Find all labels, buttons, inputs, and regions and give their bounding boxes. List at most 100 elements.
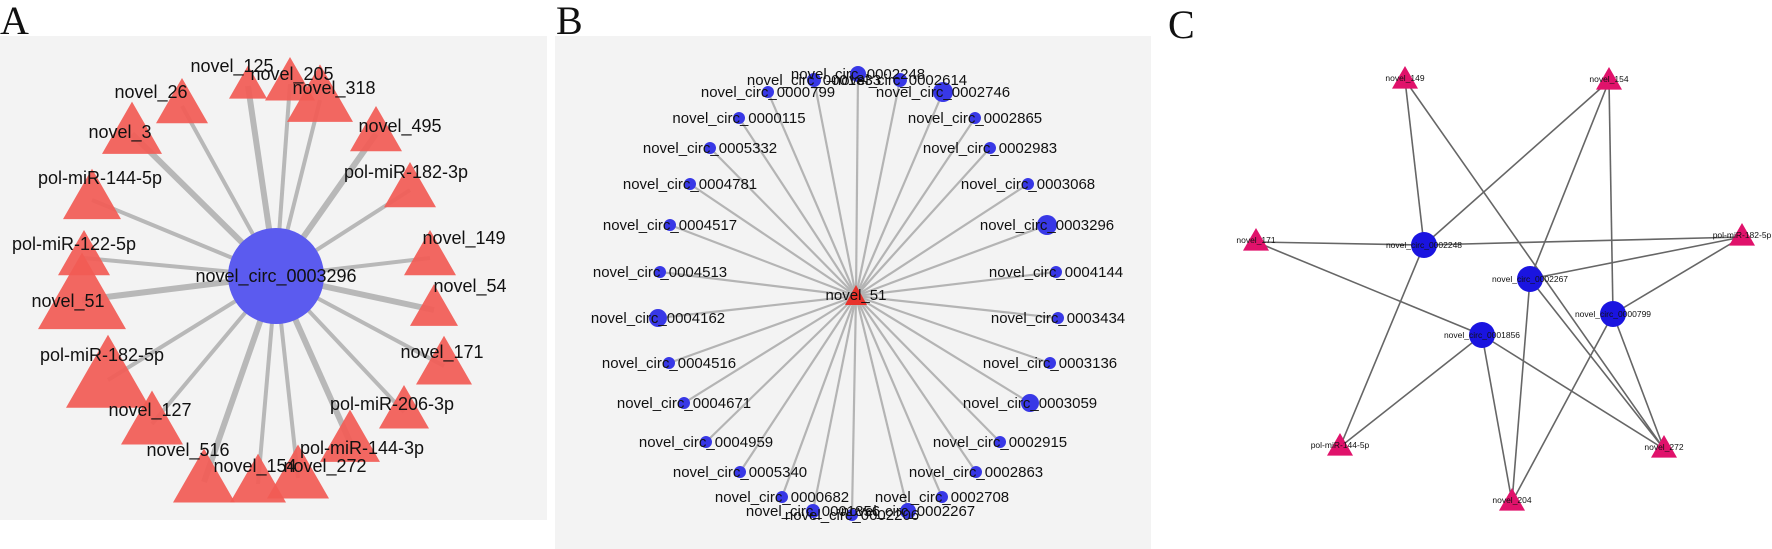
circrna-node [1044,357,1056,369]
mirna-node [229,65,267,99]
edge [854,91,945,297]
node-label: novel_circ_0002915 [933,434,1067,451]
circrna-node [1517,266,1543,292]
circrna-node [900,503,916,519]
edge [855,295,977,473]
edge [705,295,857,443]
node-label: novel_circ_0004517 [603,217,737,234]
node-label: novel_circ_0003434 [991,310,1125,327]
node-label: novel_205 [250,64,333,85]
edge [1404,79,1665,450]
mirna-node [156,77,208,124]
circrna-node [704,142,716,154]
edge [1255,241,1425,246]
panel-a-network: A novel_125novel_205novel_318novel_495po… [0,0,547,520]
circrna-node [678,397,690,409]
panel-c-network: C novel_circ_0002248novel_circ_0002267no… [1168,2,1772,511]
node-label: pol-miR-144-5p [1311,440,1370,450]
circrna-node [1021,394,1039,412]
node-label: pol-miR-144-5p [38,168,162,188]
edge [855,294,1059,320]
node-label: novel_127 [108,400,191,421]
node-label: novel_154 [1589,74,1629,84]
edge [1511,313,1614,503]
mirna-node [1729,222,1755,246]
mirna-node [66,334,150,408]
node-label: novel_circ_0004162 [591,310,725,327]
node-label: pol-miR-182-5p [1713,230,1772,240]
edge [1404,79,1425,246]
node-label: novel_circ_0000115 [672,110,805,127]
edge [739,295,857,473]
circrna-node [654,266,666,278]
circrna-node [700,436,712,448]
edge [1423,236,1743,246]
edge [855,295,1031,404]
mirna-node [38,252,126,330]
circrna-node [970,466,982,478]
edge [1612,236,1743,315]
node-label: novel_circ_0001856 [1444,330,1520,340]
edge [738,117,857,297]
edge [1423,80,1610,246]
mirna-node [265,57,315,101]
node-label: novel_circ_0004144 [989,264,1123,281]
edge [1529,278,1665,450]
mirna-node [410,284,458,326]
circrna-node [684,178,696,190]
node-label: novel_circ_0002863 [909,464,1043,481]
circrna-node [649,309,667,327]
circrna-node [807,73,821,87]
node-label: novel_circ_0001856 [746,503,880,520]
node-label: novel_circ_0003068 [961,176,1095,193]
edge [683,295,857,404]
hub-label: novel_51 [826,287,887,304]
edge [1608,80,1614,315]
mirna-node [102,101,162,154]
node-label: novel_circ_0004959 [639,434,773,451]
mirna-node [1499,487,1525,511]
node-label: novel_circ_0003059 [963,395,1097,412]
node-label: novel_circ_0004781 [623,176,757,193]
panel-b-letter: B [556,0,583,43]
node-label: novel_circ_0002206 [785,507,919,524]
edge [1255,241,1483,336]
mirna-node [121,390,183,445]
node-label: novel_circ_0004671 [617,395,751,412]
edge [854,295,910,512]
edge [812,79,858,297]
node-label: novel_circ_0002983 [923,140,1057,157]
edge [1481,334,1513,503]
node-label: novel_171 [1236,235,1276,245]
mirna-node [350,105,402,152]
edge [854,295,944,498]
mirna-node [1243,227,1269,251]
node-label: novel_516 [146,440,229,461]
node-label: pol-miR-182-5p [40,345,164,365]
mirna-node [1327,432,1353,456]
edge [855,147,991,297]
circrna-node [1022,178,1034,190]
panel-b-network: B novel_circ_0002248novel_circ_0002614no… [555,0,1151,549]
mirna-node [384,161,436,208]
edge [1339,244,1425,448]
mirna-node [230,453,286,503]
node-label: novel_circ_0002614 [833,72,967,89]
node-label: novel_circ_0002865 [908,110,1042,127]
edge [780,295,858,498]
node-label: novel_54 [433,276,506,297]
node-label: novel_circ_0002267 [841,503,975,520]
mirna-node [267,444,329,499]
edge [1529,80,1610,280]
edge [855,295,1001,443]
node-label: novel_circ_0000799 [1575,309,1651,319]
circrna-node [1600,301,1626,327]
node-label: novel_272 [1644,442,1684,452]
edge [855,117,976,297]
hub-label: novel_circ_0003296 [195,266,356,287]
circrna-node [933,82,953,102]
circrna-node [994,436,1006,448]
node-label: novel_circ_0004516 [602,355,736,372]
node-label: novel_149 [422,228,505,249]
edge [855,183,1029,297]
